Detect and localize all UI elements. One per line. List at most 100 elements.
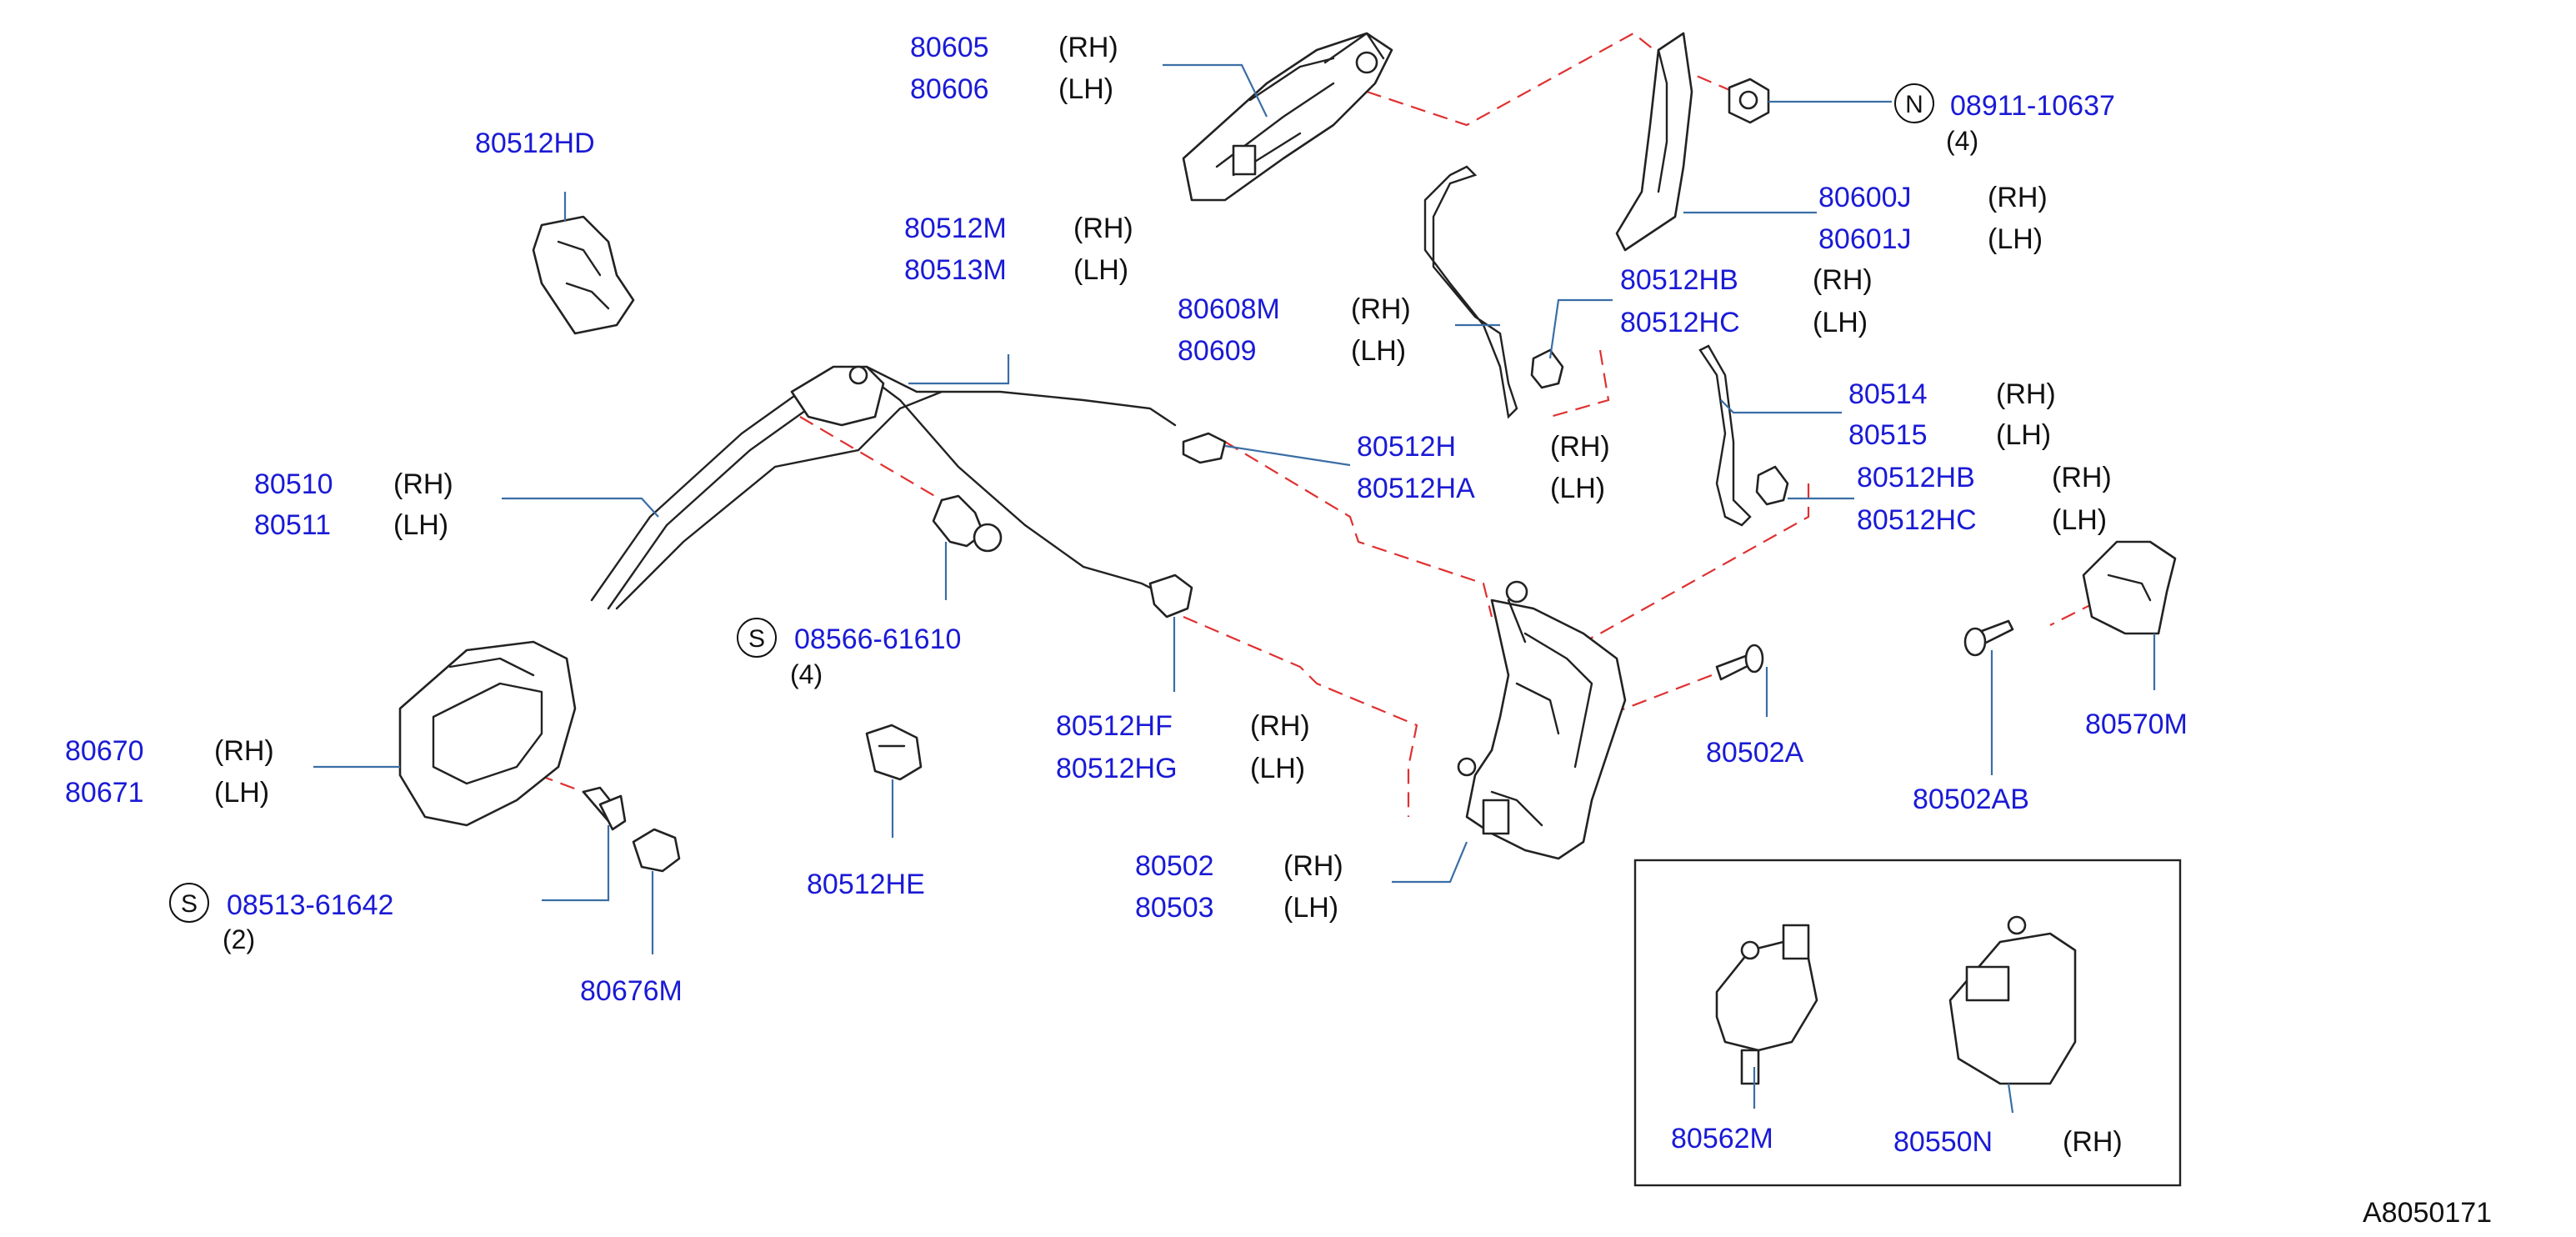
side-label: (RH): [1351, 293, 1411, 325]
part-number: 80512HC: [1620, 307, 1740, 338]
part-number: 80600J: [1818, 182, 1912, 213]
part-number: 80503: [1135, 892, 1214, 924]
callout-08566-61610: S 08566-61610 (4): [737, 618, 961, 689]
part-number: 80514: [1848, 378, 1928, 410]
callout-80512HB-80512HC-upper: 80512HB (RH) 80512HC (LH): [1620, 264, 1873, 338]
callout-80512M-80513M: 80512M (RH) 80513M (LH): [904, 213, 1133, 286]
side-label: (LH): [214, 777, 269, 809]
part-number: 08513-61642: [227, 889, 393, 921]
part-number: 80512HA: [1357, 473, 1475, 504]
screw-80502A: [1715, 644, 1764, 681]
callout-80502AB: 80502AB: [1913, 784, 2029, 815]
callout-80512HE: 80512HE: [807, 869, 925, 900]
callout-80512HF-80512HG: 80512HF (RH) 80512HG (LH): [1056, 710, 1310, 784]
part-number: 80676M: [580, 975, 683, 1007]
rod-clip-80512HB-lower: [1755, 465, 1789, 506]
lock-rod-80514: [1698, 344, 1752, 527]
inside-door-handle: [398, 640, 577, 827]
inset-frame: [1633, 859, 2182, 1187]
side-label: (LH): [1058, 73, 1113, 105]
lock-cables-80510-80512M: [590, 365, 1177, 610]
door-striker: [2082, 540, 2177, 635]
callout-80605-80606: 80605 (RH) 80606 (LH): [910, 32, 1118, 105]
part-number: 80608M: [1178, 293, 1280, 325]
side-label: (RH): [1550, 431, 1610, 463]
side-label: (LH): [1813, 307, 1868, 338]
outside-door-handle: [1182, 32, 1393, 202]
part-number: 80609: [1178, 335, 1257, 367]
part-number: 80511: [254, 509, 331, 541]
side-label: (RH): [2063, 1126, 2123, 1158]
cable-end-80512HF: [1148, 573, 1193, 618]
callout-80562M: 80562M: [1671, 1123, 1773, 1154]
part-number: 80512HF: [1056, 710, 1173, 742]
side-label: (LH): [1250, 753, 1305, 784]
part-number: 80670: [65, 735, 144, 767]
side-label: (LH): [2052, 504, 2107, 536]
side-label: (RH): [1283, 850, 1343, 882]
part-number: 80512HD: [475, 128, 595, 159]
side-label: (RH): [1058, 32, 1118, 63]
part-number: 80502: [1135, 850, 1214, 882]
part-number: 80601J: [1818, 223, 1912, 255]
part-number: 80513M: [904, 254, 1007, 286]
part-number: 80562M: [1671, 1123, 1773, 1154]
part-number: 80502A: [1706, 737, 1804, 769]
rod-clip-80512HB-upper: [1530, 348, 1564, 389]
clip-80676M: [632, 828, 681, 873]
quantity: (2): [223, 924, 255, 954]
part-number: 80512M: [904, 213, 1007, 244]
callout-08911-10637: N 08911-10637 (4): [1894, 83, 2115, 156]
callout-80510-80511: 80510 (RH) 80511 (LH): [254, 468, 453, 541]
callout-80608M-80609: 80608M (RH) 80609 (LH): [1178, 293, 1411, 367]
callout-80514-80515: 80514 (RH) 80515 (LH): [1848, 378, 2056, 451]
leader-lines: [313, 63, 2156, 1114]
side-label: (LH): [1073, 254, 1128, 286]
callout-80600J-80601J: 80600J (RH) 80601J (LH): [1818, 182, 2048, 255]
side-label: (LH): [1550, 473, 1605, 504]
part-number: 80515: [1848, 419, 1928, 451]
door-lock-actuator-80550N: [1948, 915, 2077, 1085]
nut: [1728, 78, 1770, 124]
quantity: (4): [1946, 126, 1978, 156]
side-label: (LH): [1988, 223, 2043, 255]
part-number: 80512H: [1357, 431, 1456, 463]
lock-rod-80608M: [1423, 165, 1518, 419]
side-label: (LH): [1351, 335, 1406, 367]
callout-80502-80503: 80502 (RH) 80503 (LH): [1135, 850, 1343, 924]
callout-80570M: 80570M: [2085, 709, 2188, 740]
part-number: 80512HE: [807, 869, 925, 900]
cable-end-80512H: [1182, 432, 1227, 464]
part-number: 80550N: [1893, 1126, 1993, 1158]
screw-80502AB: [1963, 619, 2014, 657]
callout-80502A: 80502A: [1706, 737, 1804, 769]
n-badge: N: [1905, 91, 1923, 118]
side-label: (RH): [393, 468, 453, 500]
side-label: (LH): [393, 509, 448, 541]
part-number: 80502AB: [1913, 784, 2029, 815]
side-label: (RH): [1813, 264, 1873, 296]
callout-08513-61642: S 08513-61642 (2): [169, 883, 393, 954]
side-label: (LH): [1283, 892, 1338, 924]
part-number: 80570M: [2085, 709, 2188, 740]
part-number: 08566-61610: [794, 624, 961, 655]
screw-08513: [582, 786, 627, 831]
part-number: 80510: [254, 468, 333, 500]
part-number: 80605: [910, 32, 989, 63]
rod-clip-80512HE: [865, 724, 923, 781]
callout-80670-80671: 80670 (RH) 80671 (LH): [65, 735, 274, 809]
part-number: 80671: [65, 777, 144, 809]
door-handle-escutcheon: [1615, 32, 1693, 252]
side-label: (RH): [1073, 213, 1133, 244]
part-number: 80512HC: [1857, 504, 1977, 536]
callout-80512HB-80512HC-lower: 80512HB (RH) 80512HC (LH): [1857, 462, 2112, 536]
part-number: 80512HB: [1857, 462, 1975, 493]
rod-clip-80512HD: [532, 215, 635, 335]
door-lock-actuator: [1457, 580, 1627, 860]
part-number: 80512HG: [1056, 753, 1178, 784]
part-number: 80606: [910, 73, 989, 105]
callout-80676M: 80676M: [580, 975, 683, 1007]
lock-lever-80562M: [1715, 924, 1818, 1085]
side-label: (RH): [1250, 710, 1310, 742]
